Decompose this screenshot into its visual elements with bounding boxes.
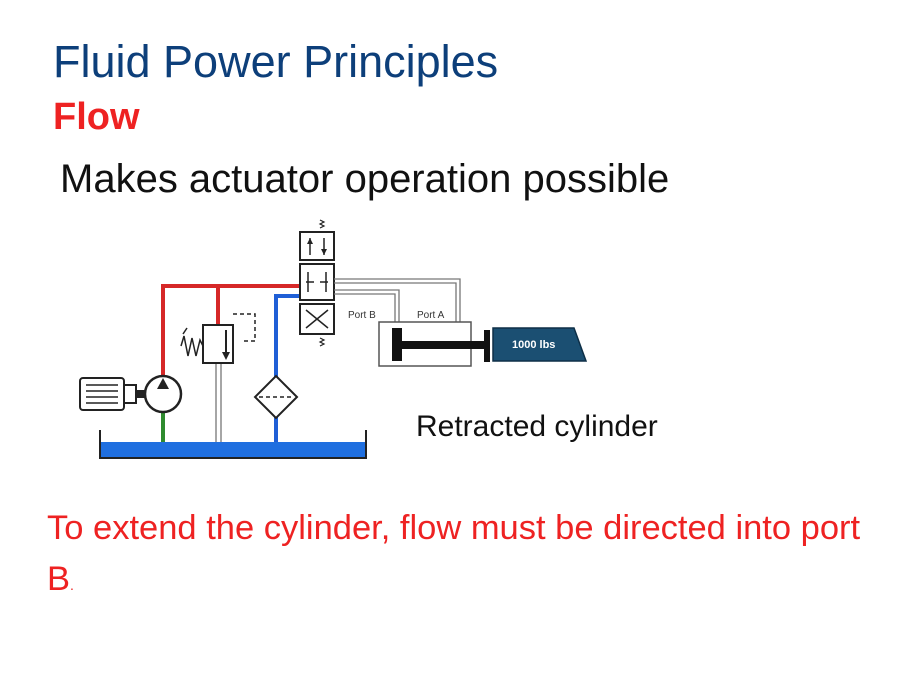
hydraulic-cylinder-icon bbox=[378, 321, 486, 367]
return-line bbox=[274, 294, 300, 442]
load-label: 1000 lbs bbox=[512, 339, 555, 351]
pump-icon bbox=[143, 374, 183, 414]
relief-drain-line bbox=[215, 362, 222, 442]
filter-icon bbox=[253, 374, 299, 420]
port-a-label: Port A bbox=[417, 310, 445, 321]
directional-control-valve-icon bbox=[299, 219, 335, 347]
diagram-caption: Retracted cylinder bbox=[416, 410, 658, 443]
instruction-note: To extend the cylinder, flow must be dir… bbox=[47, 503, 867, 611]
load-block: 1000 lbs bbox=[484, 327, 588, 362]
electric-motor-icon bbox=[79, 377, 146, 411]
port-b-label: Port B bbox=[348, 310, 376, 321]
instruction-note-text: To extend the cylinder, flow must be dir… bbox=[47, 509, 861, 598]
port-a-line bbox=[334, 278, 461, 322]
reservoir bbox=[99, 430, 367, 459]
slide-subtitle: Flow bbox=[53, 96, 140, 138]
reservoir-fluid bbox=[100, 442, 366, 457]
port-b-line bbox=[334, 289, 400, 322]
pressure-line bbox=[161, 284, 300, 378]
slide-title: Fluid Power Principles bbox=[53, 36, 499, 87]
relief-valve-icon bbox=[180, 313, 256, 364]
slide-lead-text: Makes actuator operation possible bbox=[60, 157, 670, 201]
instruction-note-end: . bbox=[70, 577, 74, 593]
reservoir-tank-outline bbox=[99, 430, 367, 459]
